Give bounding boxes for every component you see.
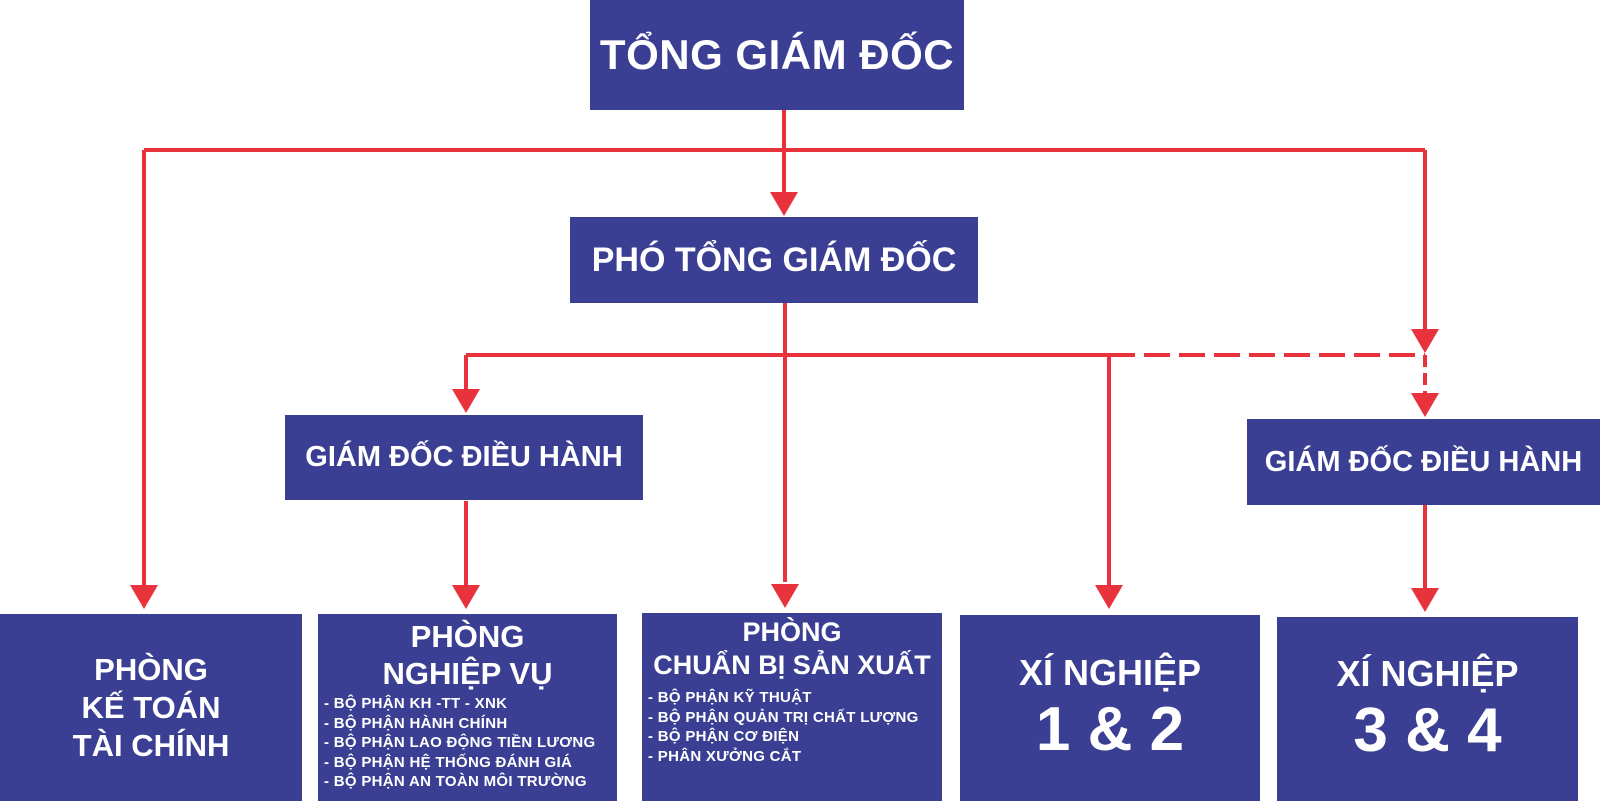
subunit-item: BỘ PHẬN HÀNH CHÍNH [324,714,617,734]
ceo-box: TỔNG GIÁM ĐỐC [590,0,964,110]
arrow-to-right-exec [1411,393,1439,417]
arrow-to-production [771,584,799,608]
enterprise-12-line-2: 1 & 2 [1035,695,1185,764]
finance-line-3: TÀI CHÍNH [72,727,230,763]
exec-director-right-title: GIÁM ĐỐC ĐIỀU HÀNH [1264,445,1583,478]
subunit-item: BỘ PHẬN KỸ THUẬT [648,688,942,708]
enterprise-12-box: XÍ NGHIỆP 1 & 2 [960,615,1260,801]
subunit-item: BỘ PHẬN LAO ĐỘNG TIỀN LƯƠNG [324,733,617,753]
finance-line-2: KẾ TOÁN [81,689,221,725]
deputy-ceo-title: PHÓ TỔNG GIÁM ĐỐC [591,240,957,279]
enterprise-12-line-1: XÍ NGHIỆP [1018,652,1202,693]
arrow-to-enterprise34 [1411,588,1439,612]
enterprise-34-box: XÍ NGHIỆP 3 & 4 [1277,617,1578,801]
production-prep-line-1: PHÒNG [742,617,842,647]
arrow-to-finance [130,585,158,609]
exec-director-right-box: GIÁM ĐỐC ĐIỀU HÀNH [1247,419,1600,505]
subunit-item: PHÂN XƯỞNG CẮT [648,747,942,767]
operations-line-1: PHÒNG [410,619,525,654]
arrow-to-right-dashed [1411,329,1439,353]
operations-subunit-list: BỘ PHẬN KH -TT - XNK BỘ PHẬN HÀNH CHÍNH … [318,694,617,792]
arrow-to-deputy [770,192,798,216]
ceo-title: TỔNG GIÁM ĐỐC [599,31,955,78]
enterprise-34-line-2: 3 & 4 [1353,696,1502,765]
exec-director-left-title: GIÁM ĐỐC ĐIỀU HÀNH [305,441,623,473]
subunit-item: BỘ PHẬN CƠ ĐIỆN [648,727,942,747]
subunit-item: BỘ PHẬN KH -TT - XNK [324,694,617,714]
subunit-item: BỘ PHẬN AN TOÀN MÔI TRƯỜNG [324,772,617,792]
production-prep-department-box: PHÒNG CHUẨN BỊ SẢN XUẤT BỘ PHẬN KỸ THUẬT… [642,613,942,801]
exec-director-left-box: GIÁM ĐỐC ĐIỀU HÀNH [285,415,643,500]
operations-line-2: NGHIỆP VỤ [382,656,553,691]
finance-department-box: PHÒNG KẾ TOÁN TÀI CHÍNH [0,614,302,801]
finance-line-1: PHÒNG [94,651,208,687]
subunit-item: BỘ PHẬN QUẢN TRỊ CHẤT LƯỢNG [648,708,942,728]
arrow-to-left-exec [452,389,480,413]
subunit-item: BỘ PHẬN HỆ THỐNG ĐÁNH GIÁ [324,753,617,773]
production-prep-subunit-list: BỘ PHẬN KỸ THUẬT BỘ PHẬN QUẢN TRỊ CHẤT L… [642,688,942,766]
production-prep-line-2: CHUẨN BỊ SẢN XUẤT [653,650,931,680]
deputy-ceo-box: PHÓ TỔNG GIÁM ĐỐC [570,217,978,303]
arrow-to-enterprise12 [1095,585,1123,609]
operations-department-box: PHÒNG NGHIỆP VỤ BỘ PHẬN KH -TT - XNK BỘ … [318,614,617,801]
enterprise-34-line-1: XÍ NGHIỆP [1336,653,1519,694]
arrow-to-ops [452,585,480,609]
